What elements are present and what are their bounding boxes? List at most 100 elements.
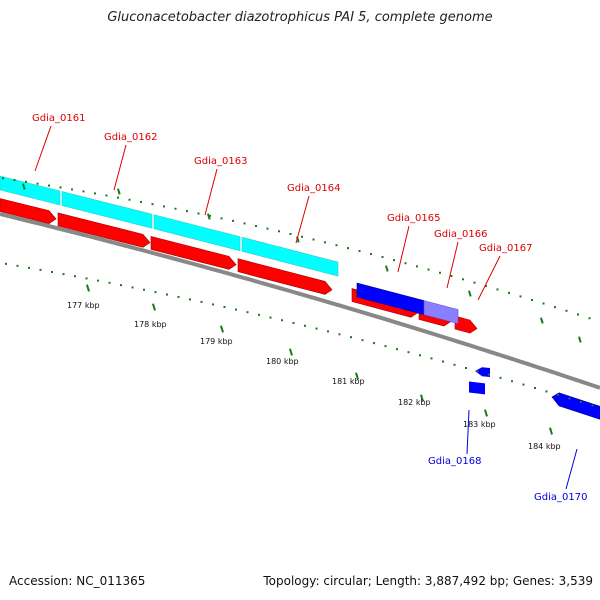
tick-dot <box>393 259 395 262</box>
tick-dot <box>2 177 4 180</box>
tick-dot <box>381 256 384 259</box>
tick-dot <box>108 281 111 284</box>
major-tick <box>207 213 211 220</box>
kbp-label: 184 kbp <box>528 442 561 451</box>
gene-label[interactable]: Gdia_0165 <box>387 213 440 224</box>
tick-dot <box>189 298 191 301</box>
major-tick <box>86 284 90 292</box>
gene-label[interactable]: Gdia_0166 <box>434 229 487 240</box>
tick-dot <box>94 192 96 195</box>
major-tick <box>468 290 472 297</box>
tick-dot <box>488 373 490 376</box>
tick-dot <box>255 225 257 228</box>
tick-dot <box>177 295 180 298</box>
tick-dot <box>48 184 50 187</box>
gene-label[interactable]: Gdia_0162 <box>104 132 157 143</box>
gene-track-segment[interactable] <box>241 236 339 277</box>
tick-dot <box>508 291 510 294</box>
tick-dot <box>258 313 260 316</box>
cds-forward-arrow[interactable] <box>0 198 57 224</box>
tick-dot <box>511 380 513 383</box>
gene-leader-line <box>466 409 470 455</box>
tick-dot <box>85 277 88 280</box>
tick-dot <box>232 219 234 222</box>
tick-dot <box>534 386 536 389</box>
tick-dot <box>304 324 306 327</box>
tick-dot <box>565 309 568 312</box>
tick-dot <box>5 262 7 265</box>
gene-leader-line <box>477 255 501 301</box>
tick-dot <box>577 313 579 316</box>
tick-dot <box>266 227 269 230</box>
tick-dot <box>519 295 522 298</box>
map-title: Gluconacetobacter diazotrophicus PAI 5, … <box>107 10 493 25</box>
cds-forward-arrow[interactable] <box>57 212 151 248</box>
major-tick <box>578 336 582 343</box>
tick-dot <box>36 182 39 185</box>
gene-track-segment[interactable] <box>153 214 241 252</box>
tick-dot <box>174 207 177 210</box>
major-tick <box>384 265 389 272</box>
gene-leader-line <box>295 195 310 244</box>
kbp-label: 179 kbp <box>200 337 233 346</box>
cds-forward-arrow[interactable] <box>454 315 478 334</box>
tick-dot <box>212 303 214 306</box>
major-tick <box>21 183 26 190</box>
tick-dot <box>74 275 76 278</box>
cds-reverse-arrow[interactable] <box>551 392 600 420</box>
major-tick <box>483 409 488 417</box>
major-tick <box>420 394 424 402</box>
tick-dot <box>404 262 407 265</box>
cds-reverse-arrow[interactable] <box>475 367 490 377</box>
tick-dot <box>499 376 502 379</box>
tick-dot <box>289 232 292 235</box>
tick-dot <box>358 250 361 253</box>
tick-dot <box>370 253 372 256</box>
tick-dot <box>128 198 131 201</box>
major-tick <box>117 188 121 195</box>
gene-label[interactable]: Gdia_0168 <box>428 456 481 467</box>
tick-dot <box>163 205 165 208</box>
cds-overlap-bar[interactable] <box>423 300 459 324</box>
gene-label[interactable]: Gdia_0170 <box>534 492 587 503</box>
gene-track-segment[interactable] <box>0 175 61 206</box>
tick-dot <box>568 397 571 400</box>
tick-dot <box>25 180 27 183</box>
gene-label[interactable]: Gdia_0164 <box>287 183 340 194</box>
tick-dot <box>350 336 352 339</box>
tick-dot <box>154 291 157 294</box>
tick-dot <box>140 200 142 203</box>
tick-dot <box>166 293 168 296</box>
gene-label[interactable]: Gdia_0161 <box>32 113 85 124</box>
tick-dot <box>281 319 283 322</box>
tick-dot <box>13 179 16 182</box>
cds-forward-arrow[interactable] <box>150 235 237 270</box>
major-tick <box>549 427 553 435</box>
tick-dot <box>531 298 533 301</box>
tick-dot <box>278 230 280 233</box>
gene-track-segment[interactable] <box>61 191 153 229</box>
tick-dot <box>59 186 62 189</box>
tick-dot <box>315 327 318 330</box>
cds-reverse-block[interactable] <box>469 381 485 395</box>
tick-dot <box>301 235 303 238</box>
cds-forward-arrow[interactable] <box>237 258 333 295</box>
tick-dot <box>542 302 545 305</box>
tick-dot <box>591 404 594 407</box>
tick-dot <box>335 244 338 247</box>
tick-dot <box>327 330 329 333</box>
tick-dot <box>312 238 315 241</box>
major-tick <box>355 372 359 380</box>
gene-leader-line <box>565 448 578 490</box>
gene-label[interactable]: Gdia_0163 <box>194 156 247 167</box>
tick-dot <box>117 196 119 199</box>
tick-dot <box>82 190 85 193</box>
tick-dot <box>39 268 42 271</box>
gene-leader-line <box>113 144 127 191</box>
gene-label[interactable]: Gdia_0167 <box>479 243 532 254</box>
tick-dot <box>373 342 375 345</box>
tick-dot <box>131 286 134 289</box>
kbp-label: 182 kbp <box>398 398 431 407</box>
tick-dot <box>324 241 326 244</box>
